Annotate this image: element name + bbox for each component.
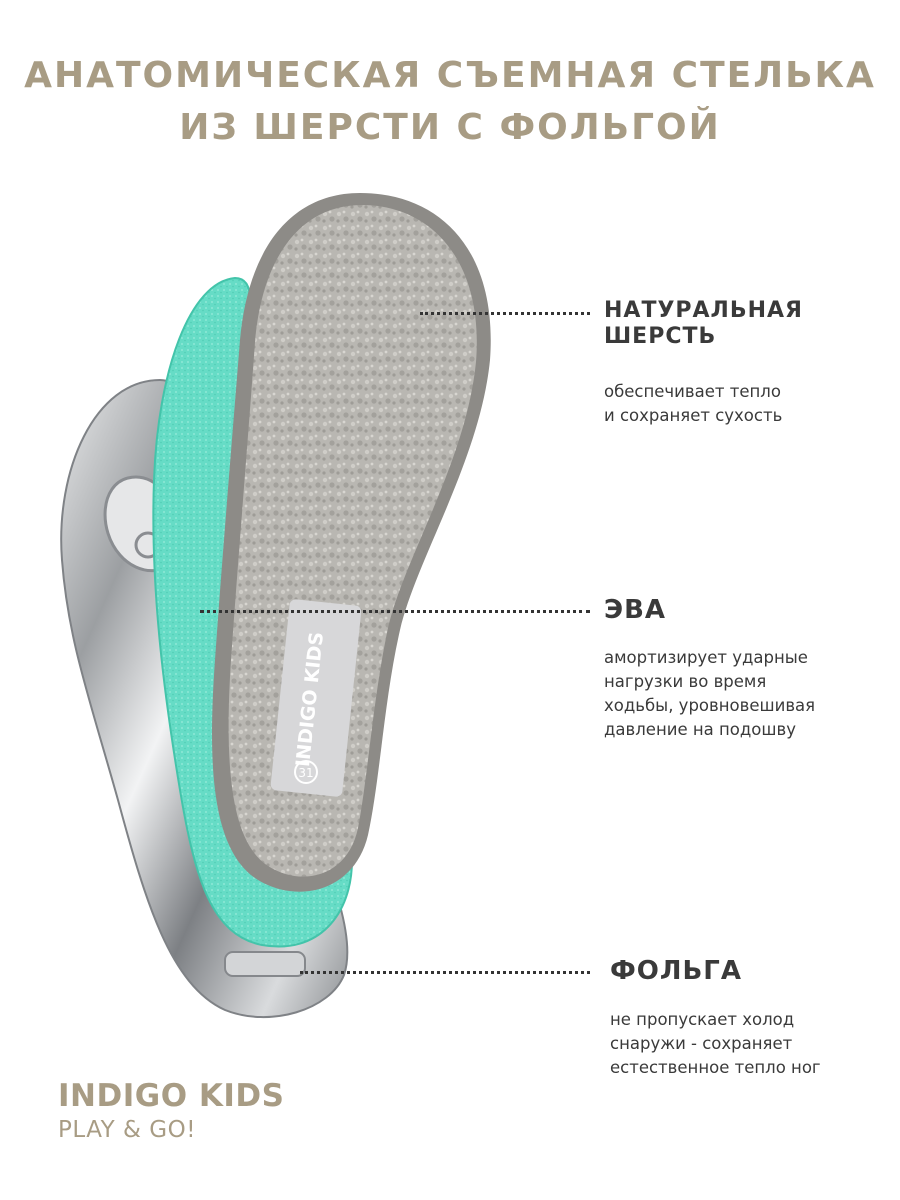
wool-layer: INDIGO KIDS 31	[212, 193, 491, 892]
eva-desc-line: нагрузки во время	[604, 672, 767, 691]
eva-desc-line: ходьбы, уровновешивая	[604, 696, 816, 715]
tag-size-text: 31	[298, 766, 313, 780]
title-line-1: АНАТОМИЧЕСКАЯ СЪЕМНАЯ СТЕЛЬКА	[24, 55, 876, 96]
foil-description: не пропускает холод снаружи - сохраняет …	[610, 1008, 821, 1080]
foil-label: ФОЛЬГА	[610, 958, 742, 984]
leader-line-eva	[200, 610, 590, 613]
foil-desc-line: естественное тепло ног	[610, 1058, 821, 1077]
eva-label: ЭВА	[604, 597, 666, 623]
page-title: АНАТОМИЧЕСКАЯ СЪЕМНАЯ СТЕЛЬКА ИЗ ШЕРСТИ …	[0, 50, 900, 154]
brand-slogan: PLAY & GO!	[58, 1117, 196, 1143]
wool-label-line-1: НАТУРАЛЬНАЯ	[604, 298, 803, 323]
title-line-2: ИЗ ШЕРСТИ С ФОЛЬГОЙ	[179, 107, 721, 148]
leader-line-wool	[420, 312, 590, 315]
eva-desc-line: давление на подошву	[604, 720, 796, 739]
wool-description: обеспечивает тепло и сохраняет сухость	[604, 380, 782, 428]
foil-emboss-heel	[224, 951, 306, 977]
brand-block: INDIGO KIDS PLAY & GO!	[58, 1078, 284, 1146]
eva-desc-line: амортизирует ударные	[604, 648, 808, 667]
eva-label-text: ЭВА	[604, 595, 667, 625]
wool-label-line-2: ШЕРСТЬ	[604, 324, 717, 349]
wool-label: НАТУРАЛЬНАЯ ШЕРСТЬ	[604, 298, 803, 350]
leader-line-foil	[300, 971, 590, 974]
eva-description: амортизирует ударные нагрузки во время х…	[604, 646, 815, 742]
wool-desc-line: и сохраняет сухость	[604, 406, 783, 425]
insole-tag: INDIGO KIDS 31	[270, 599, 362, 797]
wool-desc-line: обеспечивает тепло	[604, 382, 781, 401]
insole-illustration: INDIGO KIDS 31	[60, 193, 491, 1018]
foil-label-text: ФОЛЬГА	[610, 956, 742, 986]
foil-desc-line: снаружи - сохраняет	[610, 1034, 793, 1053]
foil-desc-line: не пропускает холод	[610, 1010, 795, 1029]
brand-name: INDIGO KIDS	[58, 1078, 285, 1114]
